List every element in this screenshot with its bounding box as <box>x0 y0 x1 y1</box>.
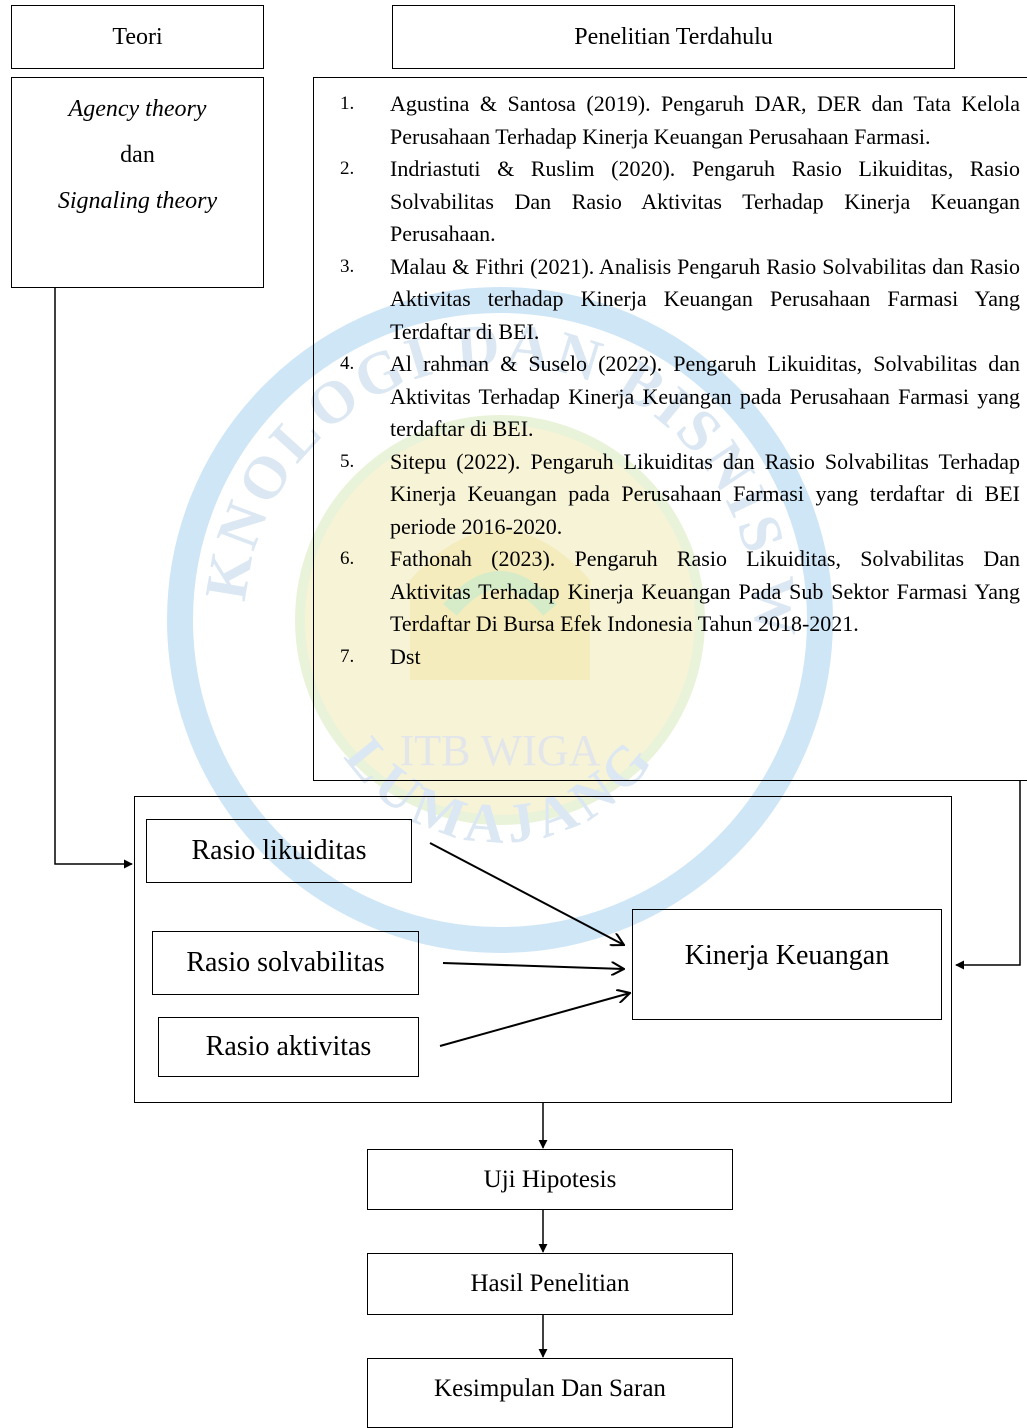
research-item-number: 5. <box>340 450 355 472</box>
uji-hipotesis-label: Uji Hipotesis <box>483 1165 617 1193</box>
aktivitas-label: Rasio aktivitas <box>205 1031 372 1062</box>
kesimpulan-saran-box: Kesimpulan Dan Saran <box>367 1358 733 1428</box>
agency-theory-label: Agency theory <box>68 96 207 122</box>
research-item-text: Malau & Fithri (2021). Analisis Pengaruh… <box>390 253 1020 344</box>
hasil-penelitian-label: Hasil Penelitian <box>470 1270 630 1297</box>
theory-to-model-connector <box>54 288 133 869</box>
previous-research-header-label: Penelitian Terdahulu <box>574 23 773 50</box>
kesimpulan-saran-label: Kesimpulan Dan Saran <box>434 1375 666 1402</box>
signaling-theory-label: Signaling theory <box>57 188 218 214</box>
research-item-number: 7. <box>340 645 355 667</box>
research-item-number: 4. <box>340 353 355 374</box>
solvabilitas-label: Rasio solvabilitas <box>186 947 385 978</box>
research-item: 4. Al rahman & Suselo (2022). Pengaruh Li… <box>330 348 1020 446</box>
research-to-kinerja-connector <box>955 781 1021 970</box>
likuiditas-box: Rasio likuiditas <box>146 819 412 883</box>
hasil-penelitian-box: Hasil Penelitian <box>367 1253 733 1315</box>
research-item: 5. Sitepu (2022). Pengaruh Likuiditas dan… <box>330 446 1020 544</box>
research-item: 3. Malau & Fithri (2021). Analisis Pengar… <box>330 251 1020 349</box>
solvabilitas-box: Rasio solvabilitas <box>152 931 419 995</box>
kinerja-keuangan-box: Kinerja Keuangan <box>632 909 942 1020</box>
theory-connector-label: dan <box>120 142 155 168</box>
research-item-text: Indriastuti & Ruslim (2020). Pengaruh Ra… <box>390 156 1020 246</box>
likuiditas-label: Rasio likuiditas <box>191 835 367 866</box>
theory-header-label: Teori <box>112 23 163 50</box>
theory-box: Agency theory dan Signaling theory <box>11 77 264 288</box>
research-item-number: 3. <box>340 255 355 277</box>
theory-header-box: Teori <box>11 5 264 69</box>
variable-model-box <box>134 796 952 1103</box>
kinerja-keuangan-label: Kinerja Keuangan <box>684 939 890 971</box>
research-item-number: 6. <box>340 548 355 569</box>
research-item-text: Al rahman & Suselo (2022). Pengaruh Liku… <box>390 351 1020 441</box>
research-item: 6. Fathonah (2023). Pengaruh Rasio Likuid… <box>330 543 1020 641</box>
aktivitas-box: Rasio aktivitas <box>158 1017 419 1077</box>
previous-research-header-box: Penelitian Terdahulu <box>392 5 955 69</box>
research-item: 7. Dst <box>330 641 1020 674</box>
previous-research-list: 1. Agustina & Santosa (2019). Pengaruh DA… <box>330 88 1020 673</box>
research-item-text: Sitepu (2022). Pengaruh Likuiditas dan R… <box>390 448 1020 539</box>
previous-research-box <box>313 77 1027 781</box>
research-item-text: Agustina & Santosa (2019). Pengaruh DAR,… <box>390 91 1020 149</box>
research-item-number: 2. <box>340 158 355 179</box>
research-item: 2. Indriastuti & Ruslim (2020). Pengaruh … <box>330 153 1020 251</box>
research-item-text: Fathonah (2023). Pengaruh Rasio Likuidit… <box>390 546 1020 636</box>
research-item: 1. Agustina & Santosa (2019). Pengaruh DA… <box>330 88 1020 153</box>
research-item-text: Dst <box>390 643 421 669</box>
uji-hipotesis-box: Uji Hipotesis <box>367 1149 733 1210</box>
research-item-number: 1. <box>340 93 355 114</box>
